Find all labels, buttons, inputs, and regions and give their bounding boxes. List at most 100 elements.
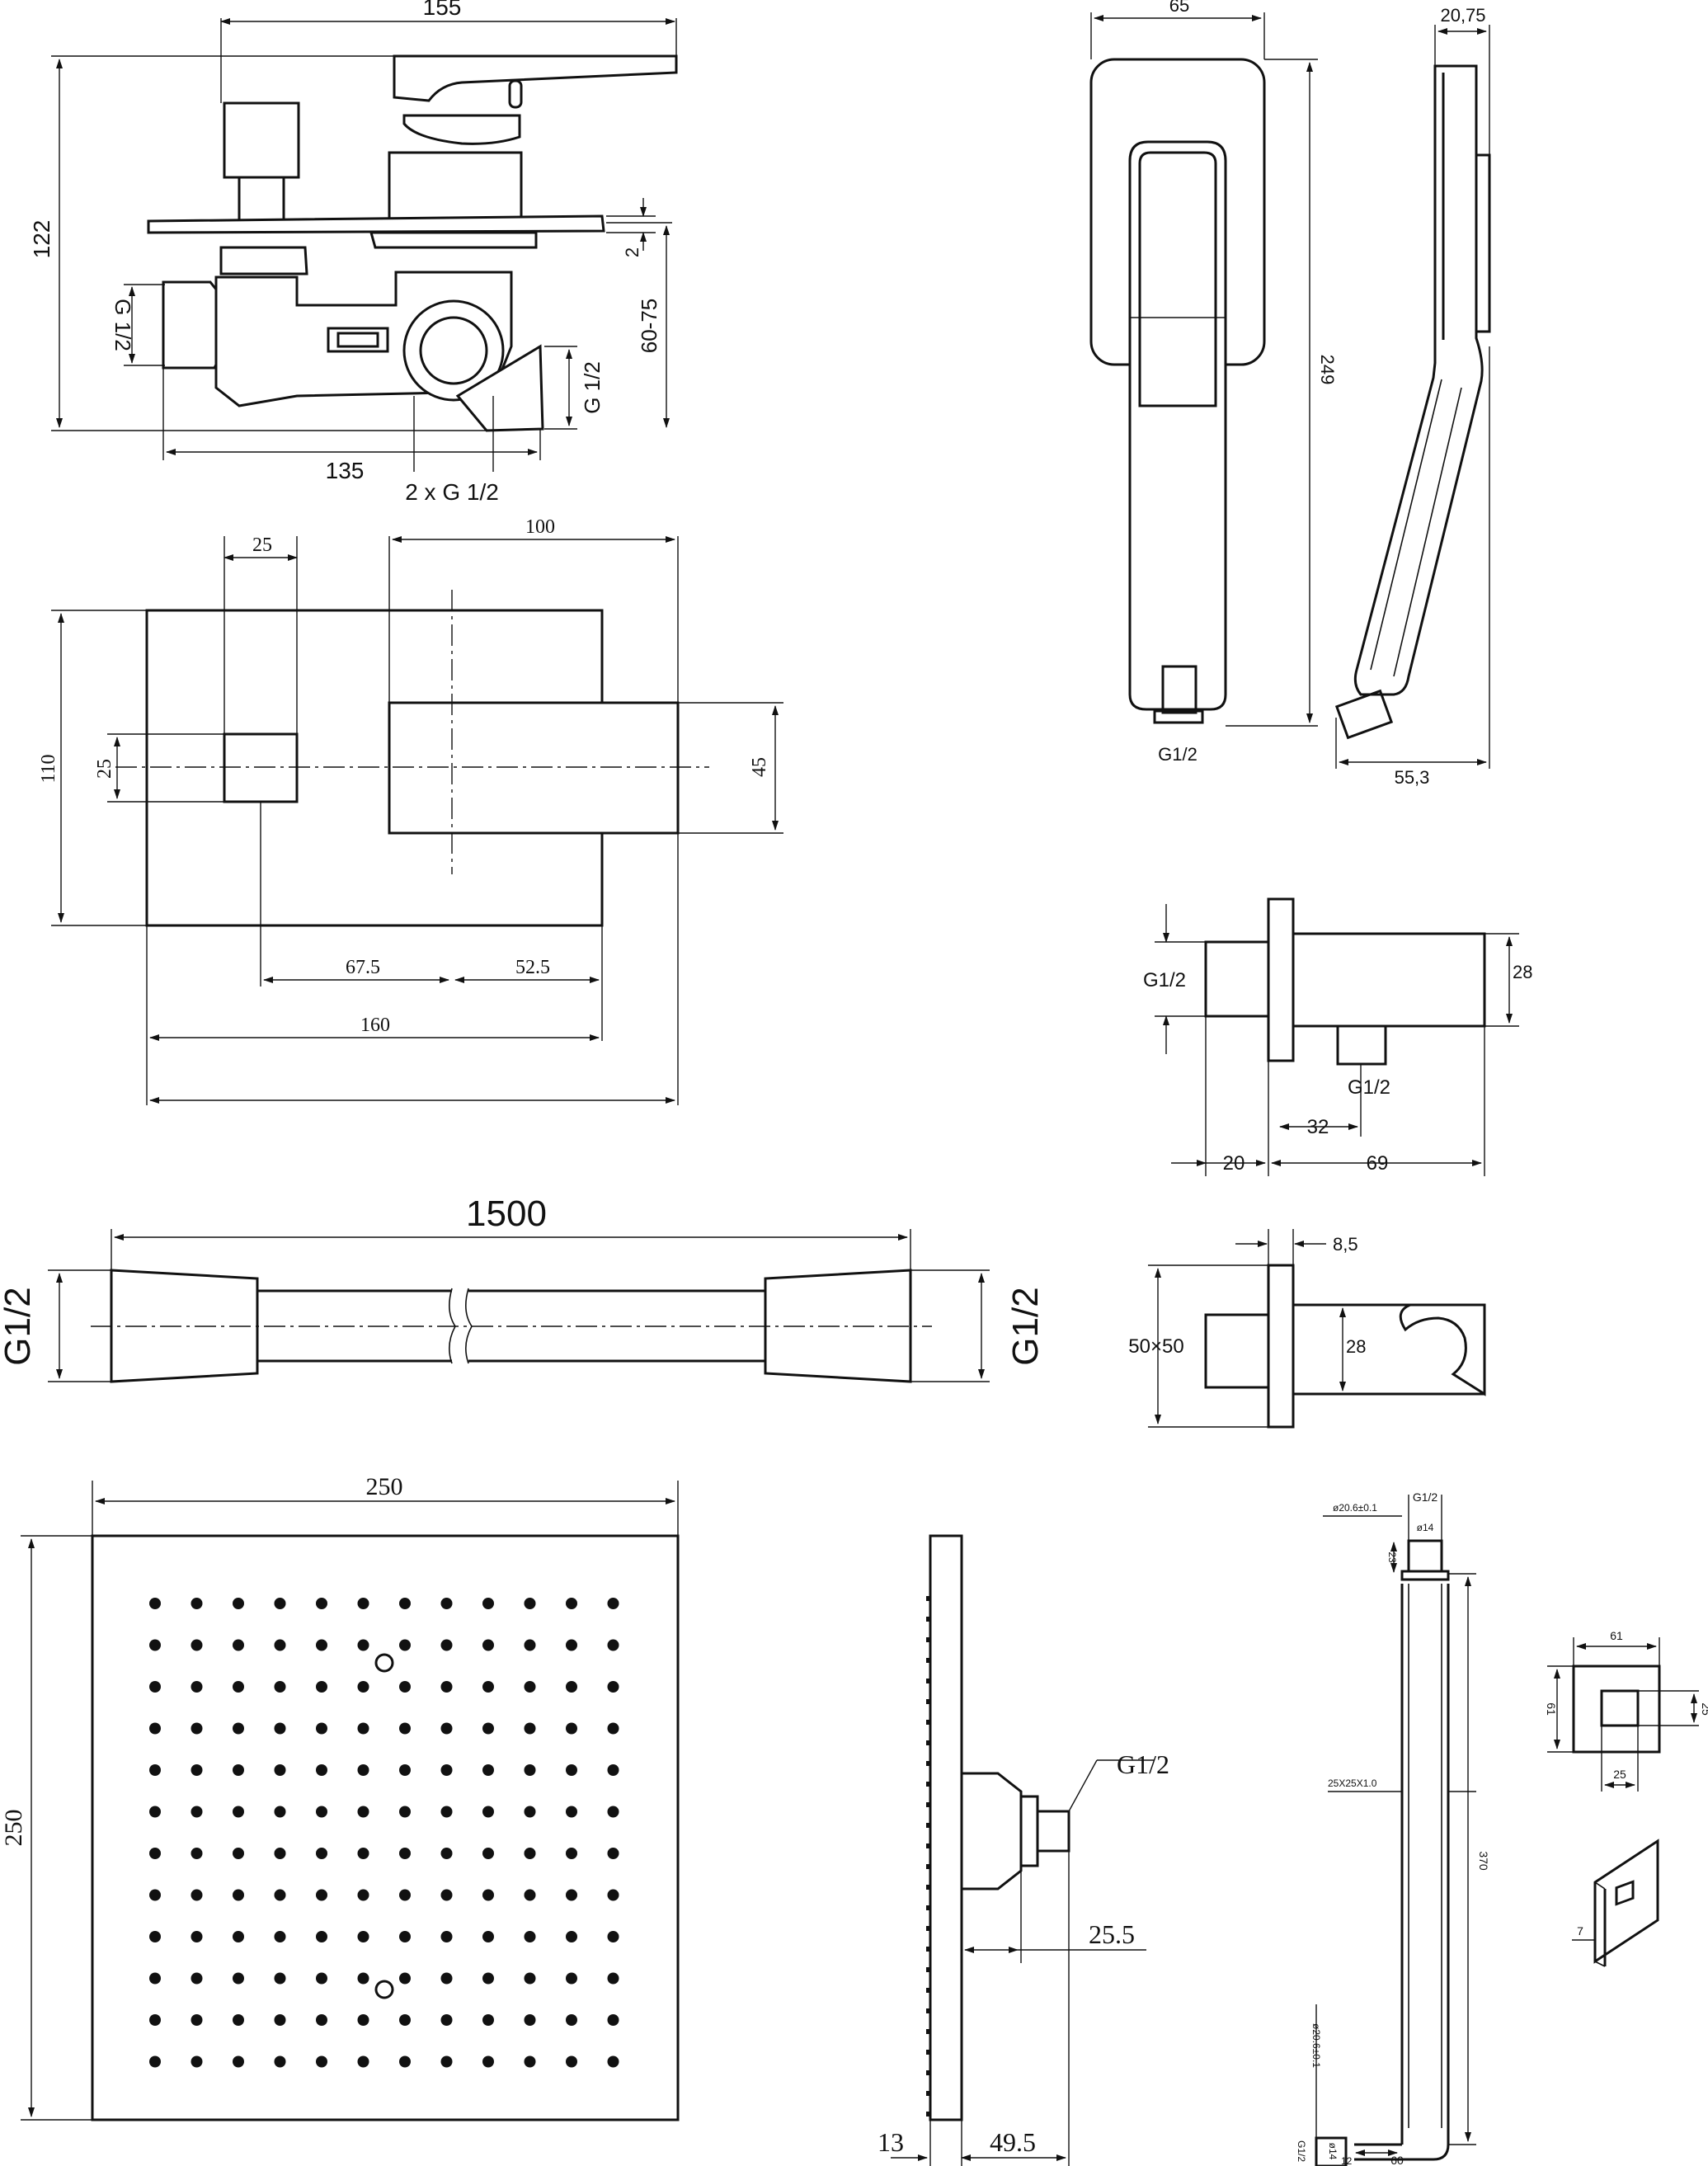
- arm-length: 370: [1477, 1851, 1490, 1871]
- mixer-front-view: 25 100 110 25 45 67.5 52.5 160: [38, 516, 783, 1105]
- nozzle: [316, 1764, 327, 1776]
- nozzle: [566, 1931, 577, 1942]
- side-nozzle-mark: [926, 1926, 930, 1931]
- nozzle: [316, 1889, 327, 1901]
- nozzle: [149, 1972, 161, 1985]
- nozzle: [440, 1889, 453, 1901]
- nozzle: [524, 1889, 536, 1901]
- dim-outlet-flange: 20: [1223, 1152, 1245, 1175]
- nozzle: [316, 1972, 327, 1985]
- nozzle: [482, 1931, 494, 1942]
- nozzle: [482, 2014, 494, 2026]
- nozzle: [274, 1598, 286, 1609]
- dim-holder-plate: 50×50: [1128, 1335, 1183, 1358]
- nozzle: [149, 1931, 161, 1942]
- dim-wall-gap: 2: [622, 247, 642, 257]
- side-nozzle-mark: [926, 1596, 930, 1601]
- nozzle: [149, 1681, 161, 1693]
- nozzle: [607, 1639, 619, 1651]
- dim-overhead-width: 250: [366, 1473, 403, 1500]
- nozzle: [357, 1972, 369, 1985]
- nozzle: [566, 1598, 577, 1609]
- nozzle: [191, 1806, 203, 1818]
- nozzle: [440, 1931, 453, 1942]
- dim-width-155: 155: [423, 0, 462, 20]
- nozzle: [524, 1931, 536, 1942]
- nozzle: [274, 1889, 286, 1901]
- dim-outlet-thread: G 1/2: [580, 361, 605, 414]
- dim-plate-height: 110: [38, 754, 59, 783]
- side-nozzle-mark: [926, 1740, 930, 1745]
- side-nozzle-mark: [926, 1988, 930, 1993]
- dim-depth: 60-75: [637, 299, 661, 354]
- outlet-thread-in: G1/2: [1143, 969, 1186, 991]
- nozzle: [357, 2055, 369, 2068]
- nozzle: [191, 1598, 203, 1609]
- hose-right-thread: G1/2: [1005, 1287, 1046, 1365]
- nozzle: [440, 1972, 453, 1985]
- nozzle: [191, 1931, 203, 1942]
- dim-outlet-diameter: 28: [1513, 962, 1532, 982]
- nozzle: [357, 2014, 369, 2026]
- nozzle: [440, 1848, 453, 1859]
- esc-height: 61: [1545, 1702, 1558, 1716]
- nozzle: [482, 1722, 494, 1735]
- dim-position-2: 52.5: [515, 957, 550, 978]
- side-nozzle-mark: [926, 1864, 930, 1869]
- side-nozzle-mark: [926, 1617, 930, 1622]
- side-nozzle-mark: [926, 1782, 930, 1787]
- nozzle: [191, 2055, 203, 2068]
- nozzle: [357, 1722, 369, 1735]
- nozzle: [233, 2014, 244, 2026]
- nozzle: [607, 1889, 619, 1901]
- nozzle: [191, 1639, 203, 1651]
- nozzle: [233, 1681, 244, 1693]
- nozzle: [191, 1972, 203, 1985]
- arm-dia-bottom: ø20.6±0.1: [1310, 2023, 1322, 2068]
- nozzle: [482, 1848, 494, 1859]
- nozzle: [357, 1598, 369, 1609]
- nozzle: [316, 1931, 327, 1942]
- nozzle: [524, 2014, 536, 2026]
- nozzle: [524, 1806, 536, 1818]
- nozzle: [274, 1639, 286, 1651]
- dim-hand-length: 249: [1317, 355, 1338, 385]
- nozzle: [316, 1598, 327, 1609]
- nozzle: [607, 2055, 619, 2068]
- nozzle: [607, 1722, 619, 1735]
- esc-thickness: 7: [1577, 1924, 1583, 1938]
- nozzle: [399, 2014, 411, 2026]
- nozzle: [149, 1598, 161, 1609]
- nozzle: [274, 1681, 286, 1693]
- nozzle: [566, 1972, 577, 1985]
- nozzle: [149, 1848, 161, 1859]
- nozzle: [482, 1639, 494, 1651]
- nozzle: [524, 1639, 536, 1651]
- arm-dia-top: ø20.6±0.1: [1333, 1502, 1377, 1514]
- nozzle: [316, 2014, 327, 2026]
- nozzle: [316, 1681, 327, 1693]
- nozzle: [149, 1764, 161, 1776]
- nozzle: [440, 1639, 453, 1651]
- nozzle: [399, 1639, 411, 1651]
- side-nozzle-mark: [926, 1658, 930, 1663]
- side-nozzle-mark: [926, 1679, 930, 1683]
- nozzle: [566, 1889, 577, 1901]
- dim-holder-flange: 8,5: [1333, 1234, 1358, 1255]
- dim-lever-length: 100: [525, 516, 555, 538]
- nozzle: [149, 1806, 161, 1818]
- dim-hand-thickness: 20,75: [1440, 5, 1485, 26]
- nozzle: [316, 1848, 327, 1859]
- arm-offset: 60: [1390, 2154, 1404, 2166]
- dim-width-135: 135: [326, 458, 365, 483]
- nozzle: [399, 1931, 411, 1942]
- dim-inlet-thread: G 1/2: [111, 299, 135, 351]
- nozzle: [191, 1889, 203, 1901]
- nozzle: [149, 1639, 161, 1651]
- dim-position-1: 67.5: [346, 957, 380, 978]
- nozzle: [440, 1598, 453, 1609]
- nozzle: [566, 1639, 577, 1651]
- side-nozzle-mark: [926, 1885, 930, 1890]
- nozzle: [233, 1598, 244, 1609]
- nozzle: [357, 1681, 369, 1693]
